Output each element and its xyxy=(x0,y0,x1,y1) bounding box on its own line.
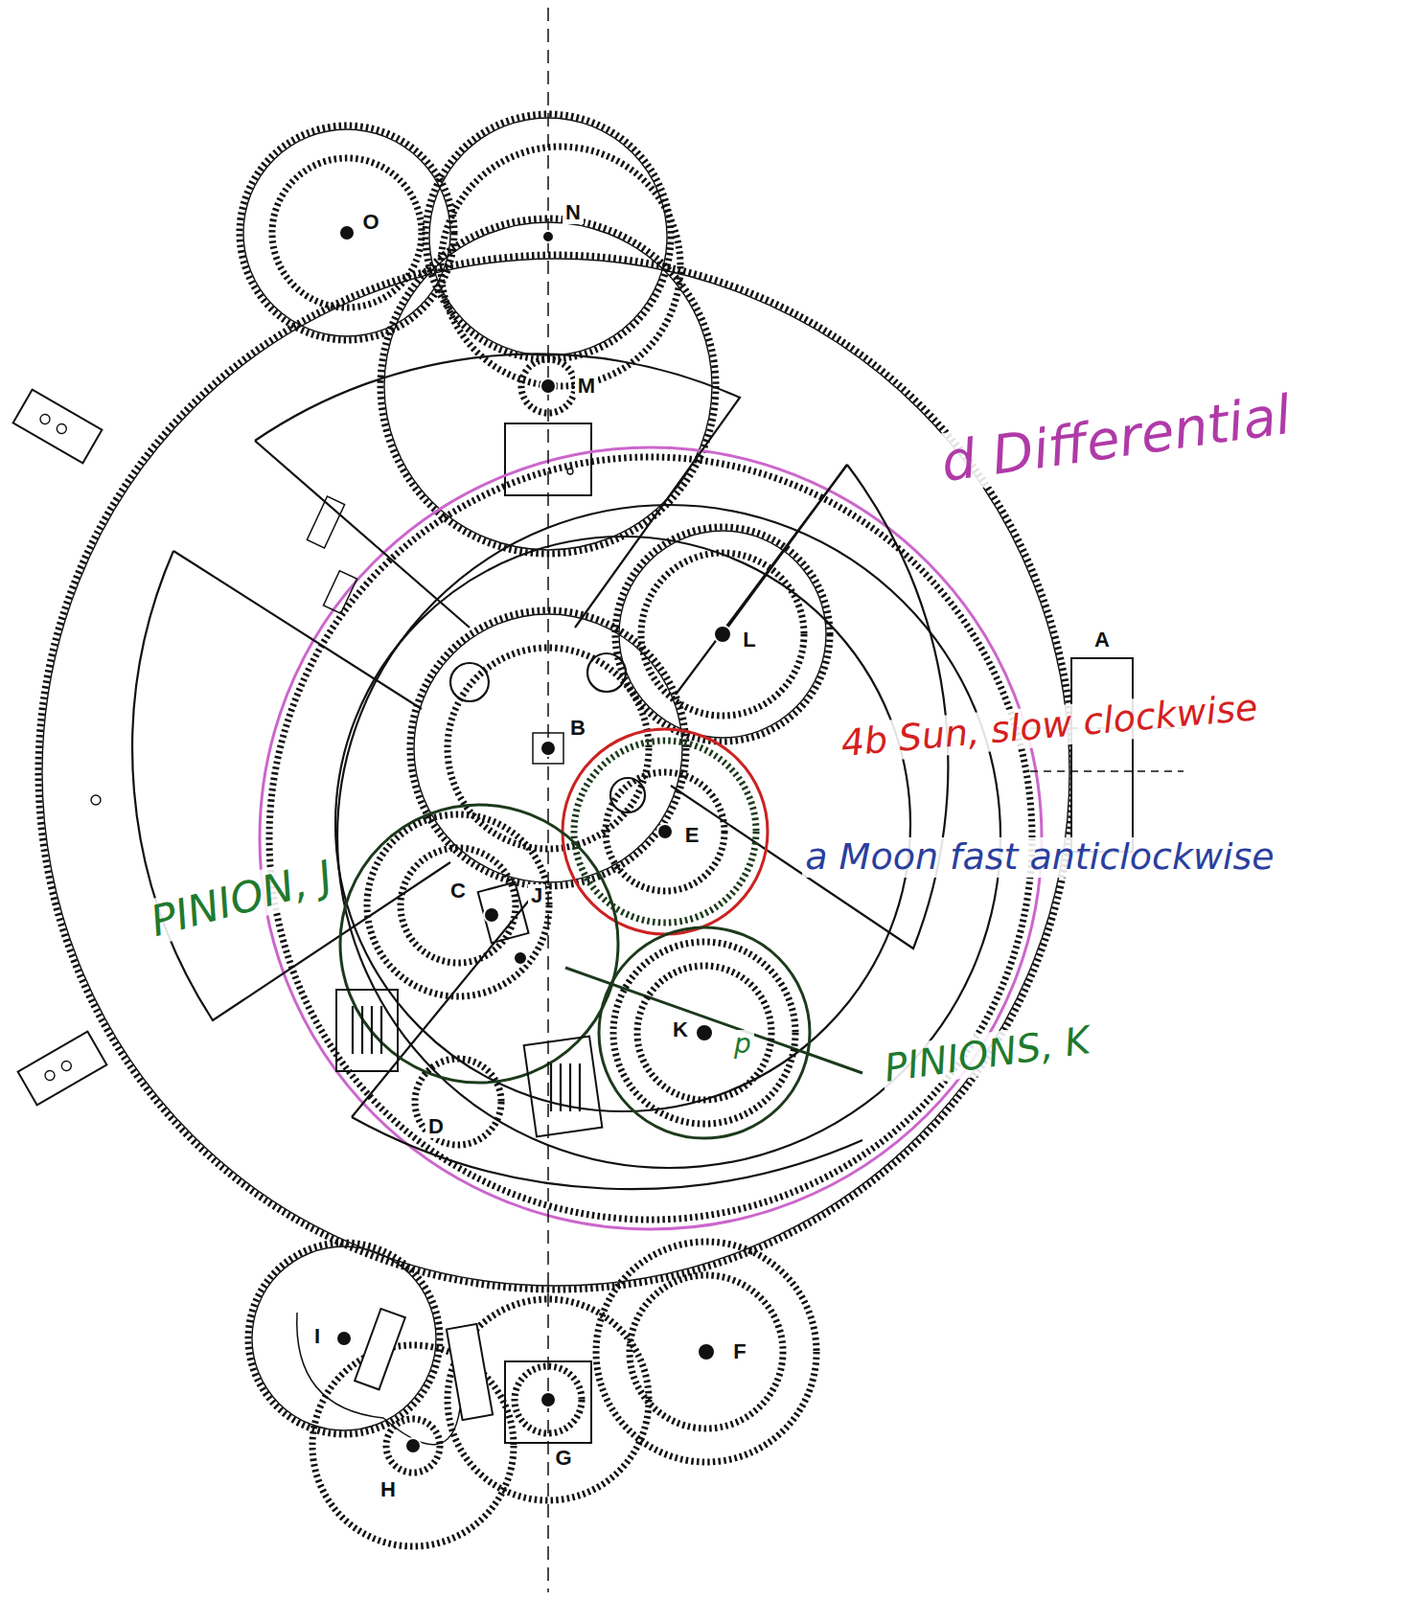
gear-letter: D xyxy=(425,1115,447,1139)
gear-letter: F xyxy=(730,1340,749,1364)
annotation: p xyxy=(731,1030,755,1060)
gear-letter: I xyxy=(311,1325,323,1349)
gear-letter: B xyxy=(567,716,589,740)
gear-letter: A xyxy=(1091,628,1113,652)
gear-letter: O xyxy=(359,210,382,234)
gear-letter: G xyxy=(551,1447,575,1471)
gear-letter: N xyxy=(562,201,584,225)
annotation: d Differential xyxy=(935,385,1298,494)
annotation: 4b Sun, slow clockwise xyxy=(836,688,1263,765)
gear-letter: H xyxy=(377,1478,399,1502)
annotation: PINION, J xyxy=(142,851,341,946)
gear-letter: J xyxy=(528,884,546,908)
gear-letter: E xyxy=(682,824,703,848)
annotation: PINIONS, K xyxy=(878,1018,1096,1090)
gear-letter: C xyxy=(447,879,469,903)
gear-letter: L xyxy=(739,628,759,652)
annotation: a Moon fast anticlockwise xyxy=(802,837,1278,878)
gear-letter: K xyxy=(669,1018,691,1042)
gear-letter: M xyxy=(574,374,598,398)
